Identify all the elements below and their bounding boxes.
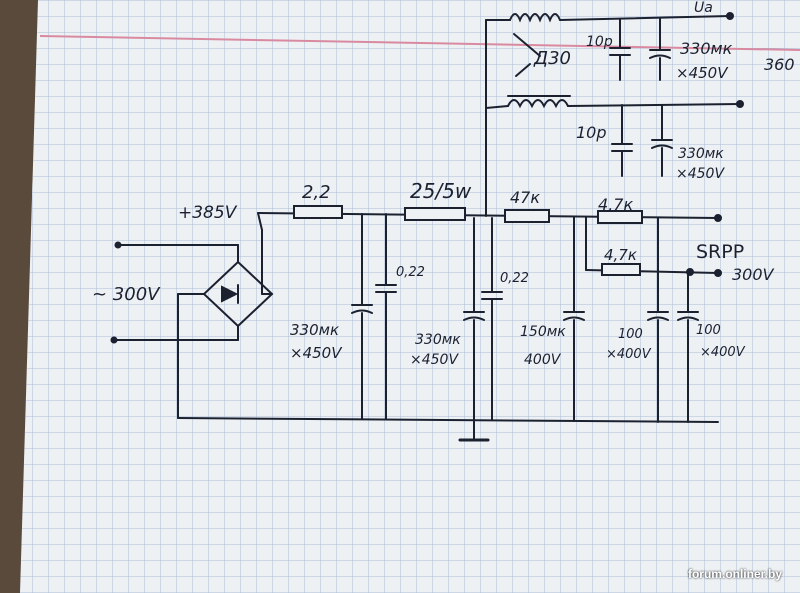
label-c2e-voltage: ×450V [410,352,459,368]
ac-terminal-bottom [110,336,118,344]
label-c2: 0,22 [500,271,529,286]
label-top-c2e-voltage: ×450V [676,166,725,182]
label-top-c1e: 330мк [680,39,733,58]
label-ua: Uа [694,0,713,16]
diode-icon [221,284,239,304]
label-c3-voltage: 400V [524,352,562,368]
label-top-c1: 10р [586,34,613,50]
choke-2 [507,99,569,109]
label-rectifier-out: +385V [178,203,238,223]
label-c4: 100 [618,327,643,342]
resistor-r2 [404,207,466,221]
label-r3: 47к [510,188,540,207]
choke-1 [509,13,561,23]
label-out-300v: 300V [732,265,775,284]
watermark: forum.onliner.by [687,567,782,581]
label-c1e: 330мк [290,321,339,339]
label-top-c2e: 330мк [678,146,724,162]
label-r1: 2,2 [302,182,331,203]
label-c4-voltage: ×400V [606,347,652,362]
label-c2e: 330мк [415,332,461,348]
label-r4: 4,7к [598,195,633,214]
label-360: 360 [764,55,795,74]
label-r2: 25/5w [410,179,472,203]
label-top-c1e-voltage: ×450V [676,64,729,82]
label-c3: 150мк [520,324,566,340]
resistor-r4 [597,210,643,224]
label-srpp: SRPP [696,241,744,263]
resistor-r1 [293,205,343,219]
red-margin-line [39,35,800,51]
label-c5-voltage: ×400V [700,345,746,360]
label-choke1: Д30 [533,48,571,69]
label-r5: 4,7к [604,246,637,264]
label-c5: 100 [696,323,721,338]
label-c1: 0,22 [396,265,425,280]
label-ac-input: ~ 300V [92,284,161,305]
resistor-r5 [601,263,641,276]
ground-rail [177,417,719,423]
paper-grid [20,0,800,593]
bridge-rectifier [202,260,274,328]
label-c1e-voltage: ×450V [290,344,343,362]
resistor-r3 [504,209,550,223]
label-top-c2: 10р [576,123,607,142]
ac-terminal-top [114,241,122,249]
